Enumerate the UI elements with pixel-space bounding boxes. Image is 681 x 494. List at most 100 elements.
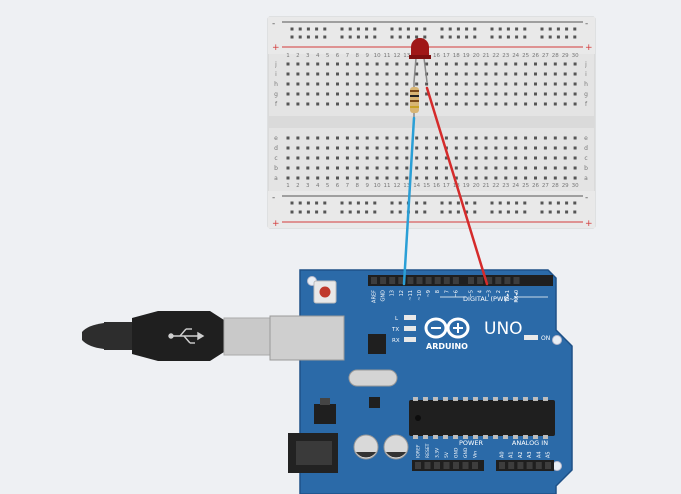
breadboard-hole[interactable] (514, 72, 518, 76)
power-pin[interactable] (415, 462, 421, 469)
digital-pin[interactable] (380, 277, 387, 284)
breadboard-hole[interactable] (524, 176, 528, 180)
rail-hole[interactable] (498, 210, 502, 214)
breadboard-hole[interactable] (543, 136, 547, 140)
digital-pin[interactable] (495, 277, 502, 284)
breadboard-hole[interactable] (415, 176, 419, 180)
breadboard-hole[interactable] (504, 156, 508, 160)
breadboard-hole[interactable] (504, 62, 508, 66)
breadboard-hole[interactable] (454, 136, 458, 140)
breadboard-hole[interactable] (415, 136, 419, 140)
breadboard-hole[interactable] (553, 72, 557, 76)
breadboard-hole[interactable] (573, 92, 577, 96)
breadboard-hole[interactable] (306, 176, 310, 180)
breadboard-hole[interactable] (534, 92, 537, 96)
breadboard-hole[interactable] (504, 102, 508, 106)
breadboard-hole[interactable] (563, 166, 567, 170)
rail-hole[interactable] (356, 27, 360, 31)
breadboard-hole[interactable] (425, 156, 429, 160)
rail-hole[interactable] (390, 210, 394, 214)
breadboard-hole[interactable] (553, 176, 557, 180)
breadboard-hole[interactable] (563, 72, 567, 76)
breadboard-hole[interactable] (553, 136, 557, 140)
rail-hole[interactable] (556, 27, 560, 31)
digital-pin[interactable] (486, 277, 493, 284)
breadboard-hole[interactable] (514, 156, 518, 160)
rail-hole[interactable] (465, 35, 469, 39)
breadboard-hole[interactable] (345, 156, 349, 160)
digital-pin[interactable] (398, 277, 405, 284)
rail-hole[interactable] (340, 210, 344, 214)
rail-hole[interactable] (415, 27, 419, 31)
breadboard-hole[interactable] (425, 176, 429, 180)
breadboard-hole[interactable] (286, 102, 290, 106)
breadboard-hole[interactable] (365, 92, 369, 96)
rail-hole[interactable] (348, 210, 352, 214)
breadboard-hole[interactable] (444, 176, 448, 180)
breadboard-hole[interactable] (573, 176, 577, 180)
breadboard-hole[interactable] (474, 62, 478, 66)
rail-hole[interactable] (523, 201, 527, 205)
breadboard-hole[interactable] (514, 102, 518, 106)
breadboard-hole[interactable] (563, 102, 567, 106)
breadboard-hole[interactable] (573, 146, 577, 150)
rail-hole[interactable] (423, 27, 427, 31)
power-pin[interactable] (424, 462, 431, 469)
breadboard-hole[interactable] (296, 136, 300, 140)
rail-hole[interactable] (373, 201, 377, 205)
rail-hole[interactable] (315, 201, 319, 205)
breadboard-hole[interactable] (415, 72, 419, 76)
breadboard-hole[interactable] (524, 82, 528, 86)
breadboard-hole[interactable] (435, 72, 438, 76)
power-pin[interactable] (453, 462, 459, 469)
rail-hole[interactable] (456, 201, 460, 205)
rail-hole[interactable] (523, 27, 527, 31)
rail-hole[interactable] (540, 27, 544, 31)
rail-hole[interactable] (565, 35, 569, 39)
rail-hole[interactable] (565, 210, 569, 214)
rail-hole[interactable] (456, 35, 460, 39)
breadboard-hole[interactable] (355, 176, 359, 180)
rail-hole[interactable] (540, 201, 544, 205)
resistor[interactable] (410, 82, 419, 120)
breadboard-hole[interactable] (524, 166, 528, 170)
breadboard-hole[interactable] (484, 146, 488, 150)
rail-hole[interactable] (548, 210, 552, 214)
rail-hole[interactable] (515, 210, 519, 214)
breadboard-hole[interactable] (286, 156, 290, 160)
breadboard-hole[interactable] (296, 92, 300, 96)
digital-pin[interactable] (468, 277, 474, 284)
rail-hole[interactable] (515, 35, 519, 39)
breadboard-hole[interactable] (494, 146, 498, 150)
breadboard-hole[interactable] (454, 176, 458, 180)
rail-hole[interactable] (556, 210, 560, 214)
rail-hole[interactable] (473, 201, 477, 205)
digital-pin[interactable] (425, 277, 432, 284)
breadboard-hole[interactable] (375, 136, 379, 140)
rail-hole[interactable] (323, 210, 327, 214)
breadboard-hole[interactable] (345, 136, 349, 140)
breadboard-hole[interactable] (474, 136, 478, 140)
analog-pin[interactable] (526, 462, 533, 469)
digital-pin[interactable] (371, 277, 377, 284)
breadboard-hole[interactable] (464, 62, 468, 66)
breadboard-hole[interactable] (336, 92, 339, 96)
breadboard-hole[interactable] (494, 156, 498, 160)
breadboard-hole[interactable] (524, 136, 528, 140)
rail-hole[interactable] (515, 201, 519, 205)
breadboard-hole[interactable] (563, 82, 567, 86)
breadboard-hole[interactable] (425, 166, 429, 170)
breadboard-hole[interactable] (534, 62, 537, 66)
rail-hole[interactable] (365, 210, 369, 214)
breadboard-hole[interactable] (435, 146, 438, 150)
breadboard-hole[interactable] (375, 92, 379, 96)
breadboard-hole[interactable] (395, 102, 399, 106)
rail-hole[interactable] (373, 35, 377, 39)
breadboard-hole[interactable] (405, 102, 409, 106)
breadboard-hole[interactable] (365, 136, 369, 140)
breadboard-hole[interactable] (504, 146, 508, 150)
breadboard-hole[interactable] (464, 92, 468, 96)
analog-pin[interactable] (508, 462, 515, 469)
breadboard-hole[interactable] (534, 82, 537, 86)
